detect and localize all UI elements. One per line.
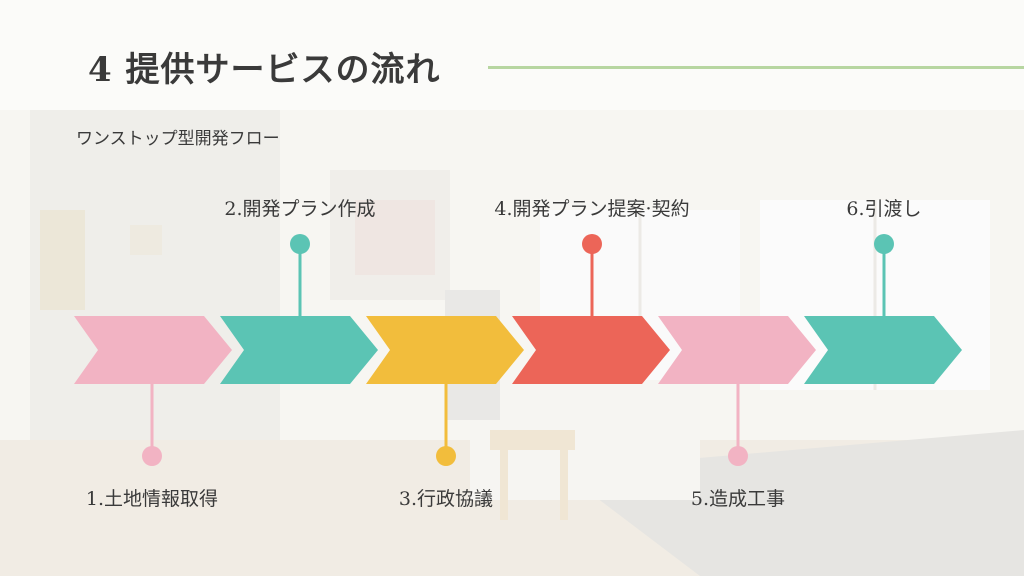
connector-dot-5 <box>728 446 748 466</box>
connector-dot-2 <box>290 234 310 254</box>
step-label-1: 1.土地情報取得 <box>85 488 219 510</box>
page-subtitle: ワンストップ型開発フロー <box>76 129 280 149</box>
connector-dot-6 <box>874 234 894 254</box>
chevron-step-4 <box>512 316 670 384</box>
step-label-4: 4.開発プラン提案·契約 <box>494 198 690 220</box>
connector-dot-4 <box>582 234 602 254</box>
chevron-step-1 <box>74 316 232 384</box>
title-accent-line <box>488 66 1024 69</box>
page-title: 4 提供サービスの流れ <box>88 50 441 90</box>
step-label-5: 5.造成工事 <box>690 488 786 510</box>
step-label-3: 3.行政協議 <box>398 488 494 510</box>
chevron-step-6 <box>804 316 962 384</box>
connector-dot-3 <box>436 446 456 466</box>
chevron-step-2 <box>220 316 378 384</box>
chevron-step-3 <box>366 316 524 384</box>
step-label-2: 2.開発プラン作成 <box>224 198 376 220</box>
chevron-step-5 <box>658 316 816 384</box>
connector-dot-1 <box>142 446 162 466</box>
step-label-6: 6.引渡し <box>846 198 922 220</box>
